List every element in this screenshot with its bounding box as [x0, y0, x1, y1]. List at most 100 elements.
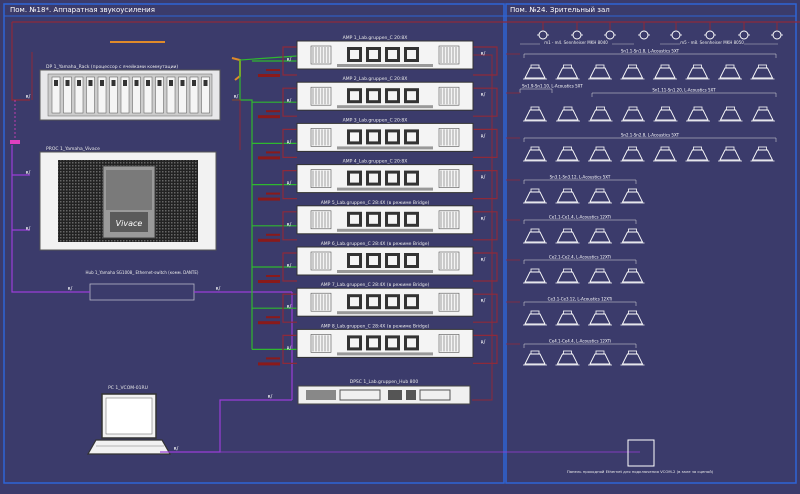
loudspeaker-icon: [588, 106, 613, 122]
speaker-group-label: Sn3.1-Sn3.12, L-Acoustics 5XT: [550, 175, 611, 180]
loudspeaker-icon: [523, 350, 547, 366]
loudspeaker-icon: [620, 228, 645, 244]
dsp-slot: [120, 76, 130, 114]
zone-right-title: Пом. №24. Зрительный зал: [510, 6, 610, 14]
loudspeaker-icon: [685, 64, 710, 80]
loudspeaker-icon: [718, 146, 742, 162]
microphone-icon: [738, 30, 750, 40]
link-marker: ʀ/: [481, 216, 486, 222]
loudspeaker-icon: [556, 106, 580, 122]
loudspeaker-icon: [686, 106, 710, 122]
control-cable-bus: [232, 55, 298, 350]
loudspeaker-icon: [685, 146, 710, 162]
dsp-slot: [201, 76, 210, 114]
amplifier-stack: AMP 1_Lab.gruppen_C 20:8X AMP 2_Lab.grupp…: [296, 35, 474, 358]
speaker-cable: [282, 87, 297, 117]
speaker-group-label: Ce3.1-Ce3.12, L-Acoustics 12XTi: [548, 297, 613, 302]
amplifier-rack-icon: [296, 40, 474, 70]
cable-label-marker: [266, 357, 280, 360]
cable-label-marker: [266, 316, 280, 319]
loudspeaker-icon: [555, 146, 580, 162]
dpsc-device: [297, 385, 471, 405]
dsp-slot: [155, 76, 164, 114]
loudspeaker-icon: [523, 106, 547, 122]
link-marker: ʀ/: [26, 226, 31, 232]
dsp-slot-led: [65, 80, 70, 86]
loudspeaker-icon: [523, 268, 547, 284]
speaker-cable: [473, 170, 498, 200]
dsp-slot-led: [169, 80, 173, 86]
amplifier-label: AMP 4_Lab.gruppen_C 20:8X: [343, 159, 408, 165]
cable-label-marker: [258, 280, 280, 283]
cable-label-marker: [266, 192, 280, 195]
link-marker: ʀ/: [68, 286, 73, 292]
dsp-slot: [51, 76, 61, 114]
dsp-slot-led: [100, 80, 104, 86]
speaker-cable: [282, 293, 297, 323]
amplifier-rack-icon: [296, 81, 474, 111]
processor-label: PROC 1_Yamaha_Vivace: [46, 146, 100, 152]
dsp-slot-led: [123, 80, 127, 86]
speaker-group-label: Ce2.1-Ce2.4, L-Acoustics 12XTi: [549, 255, 611, 260]
ethernet-box-label: Панель проходной Ethernet для подключени…: [567, 469, 714, 474]
loudspeaker-icon: [523, 228, 547, 244]
mic-group-label: m1 - m4. Sennheiser MKH 8040: [544, 40, 608, 45]
cable-label-marker: [266, 275, 280, 277]
loudspeaker-icon: [588, 228, 612, 244]
dsp-slot: [86, 76, 95, 114]
cable-label-marker: [266, 151, 280, 154]
amplifier-rack-icon: [296, 122, 474, 152]
amplifier-label: AMP 6_Lab.gruppen_C 28:4X (в режиме Brid…: [321, 241, 430, 247]
amplifier-label: AMP 2_Lab.gruppen_C 20:8X: [343, 76, 408, 82]
amplifier-rack-icon: [296, 287, 474, 317]
loudspeaker-icon: [588, 146, 612, 162]
link-marker: ʀ/: [287, 263, 292, 269]
loudspeaker-icon: [588, 310, 612, 326]
link-marker: ʀ/: [481, 339, 486, 345]
speaker-cable: [473, 252, 498, 282]
loudspeaker-icon: [620, 188, 645, 204]
microphone-icon: [670, 30, 682, 40]
loudspeaker-icon: [523, 146, 547, 162]
dsp-slot: [109, 76, 118, 114]
loudspeaker-icon: [588, 350, 612, 366]
dsp-slot: [132, 76, 141, 114]
cable-label-marker: [258, 115, 280, 119]
link-marker: ʀ/: [287, 181, 292, 187]
speaker-cable: [473, 128, 498, 158]
amplifier-rack-icon: [296, 205, 474, 235]
link-marker: ʀ/: [481, 298, 486, 304]
speaker-group-label: Sn1.9-Sn1.10, L-Acoustics 5XT: [522, 84, 583, 89]
link-marker: ʀ/: [174, 446, 179, 452]
cable-label-marker: [258, 74, 280, 77]
loudspeaker-icon: [621, 106, 645, 122]
link-marker: ʀ/: [26, 170, 31, 176]
dsp-slot: [143, 76, 153, 114]
loudspeaker-icon: [555, 350, 580, 366]
speaker-cable: [473, 293, 498, 323]
cable-markers: ʀ/ʀ/ʀ/ʀ/ʀ/ʀ/ʀ/ʀ/ʀ/ʀ/ʀ/ʀ/ʀ/ʀ/ʀ/ʀ/ʀ/ʀ/ʀ/ʀ/…: [26, 51, 486, 452]
link-marker: ʀ/: [481, 92, 486, 98]
dsp-slot-led: [134, 80, 139, 86]
link-marker: ʀ/: [26, 94, 31, 100]
cable-label-marker: [258, 362, 280, 366]
zone-control-room: [3, 3, 505, 484]
amplifier-rack-icon: [296, 328, 474, 358]
ethernet-box: [627, 439, 655, 467]
link-marker: ʀ/: [481, 257, 486, 263]
amplifier-label: AMP 1_Lab.gruppen_C 20:8X: [343, 35, 408, 41]
processor-chassis-icon: [39, 151, 217, 251]
cable-label-marker: [266, 69, 280, 71]
loudspeaker-icon: [653, 64, 677, 80]
processor-brand: Vivace: [116, 219, 143, 228]
cable-label-marker: [258, 156, 280, 160]
loudspeaker-icon: [653, 146, 677, 162]
speaker-group-label: Ce4.1-Ce4.4, L-Acoustics 12XTi: [549, 339, 611, 344]
dsp-slot: [74, 76, 84, 114]
microphone-icon: [638, 30, 650, 40]
dsp-slot-led: [88, 80, 93, 86]
speaker-cable: [282, 46, 297, 76]
dsp-slot-led: [146, 80, 150, 86]
